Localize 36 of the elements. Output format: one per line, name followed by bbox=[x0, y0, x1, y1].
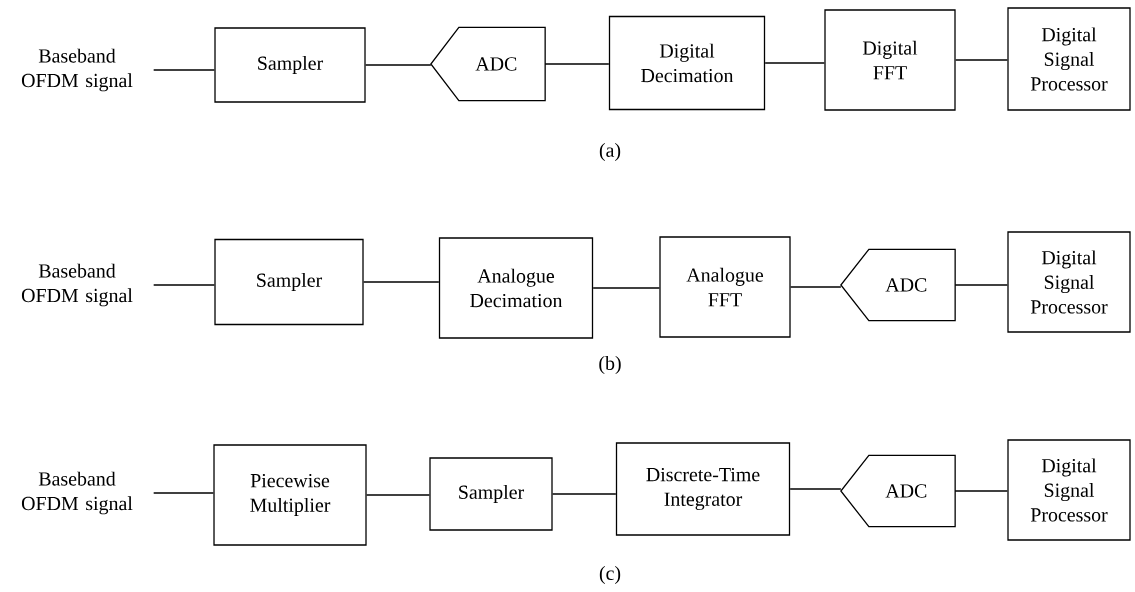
block-box: Digital Signal Processor bbox=[1007, 7, 1131, 111]
adc-block: ADC bbox=[840, 454, 956, 528]
connector-line bbox=[544, 63, 610, 65]
connector-line bbox=[790, 286, 842, 288]
block-box: Piecewise Multiplier bbox=[213, 444, 367, 546]
block-box: Sampler bbox=[429, 457, 553, 531]
connector-line bbox=[552, 493, 617, 495]
block-box: Analogue Decimation bbox=[438, 237, 594, 339]
connector-line bbox=[955, 59, 1008, 61]
connector-line bbox=[764, 62, 825, 64]
block-box: Digital Signal Processor bbox=[1007, 439, 1131, 541]
connector-line bbox=[592, 287, 660, 289]
block-box: Sampler bbox=[214, 238, 364, 326]
connector-line bbox=[954, 490, 1008, 492]
signal-label: Baseband OFDM signal bbox=[21, 48, 133, 92]
connector-line bbox=[366, 494, 430, 496]
block-box: Digital Decimation bbox=[608, 15, 766, 111]
subfigure-label: (c) bbox=[599, 565, 621, 584]
block-box: Digital Signal Processor bbox=[1007, 231, 1131, 333]
signal-label: Baseband OFDM signal bbox=[21, 471, 133, 515]
connector-line bbox=[363, 281, 440, 283]
connector-line bbox=[153, 69, 215, 71]
connector-line bbox=[153, 492, 214, 494]
block-box: Digital FFT bbox=[824, 9, 956, 111]
adc-block: ADC bbox=[840, 248, 956, 322]
connector-line bbox=[153, 284, 215, 286]
subfigure-label: (a) bbox=[599, 142, 621, 161]
signal-label: Baseband OFDM signal bbox=[21, 263, 133, 307]
block-box: Sampler bbox=[214, 27, 366, 103]
block-box: Discrete-Time Integrator bbox=[615, 442, 791, 536]
connector-line bbox=[365, 64, 432, 66]
block-box: Analogue FFT bbox=[659, 236, 791, 338]
connector-line bbox=[954, 284, 1008, 286]
connector-line bbox=[789, 488, 842, 490]
adc-block: ADC bbox=[430, 26, 546, 102]
subfigure-label: (b) bbox=[599, 355, 621, 374]
